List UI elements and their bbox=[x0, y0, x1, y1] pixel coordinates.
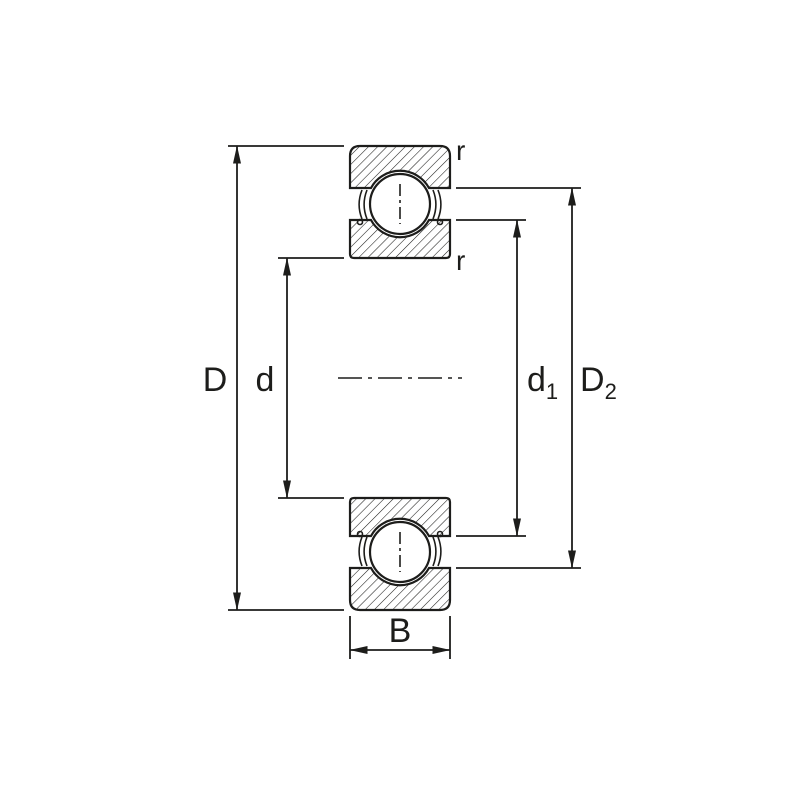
label-fillet-radius-inner: r bbox=[456, 245, 465, 276]
label-bore-diameter: d bbox=[256, 361, 275, 399]
label-outer-shoulder-diameter: D2 bbox=[580, 361, 617, 404]
shield-left-bottom-inner bbox=[363, 536, 368, 567]
dimension-width: B bbox=[349, 612, 451, 659]
outer-ring-section-top bbox=[348, 144, 452, 190]
inner-ring-section-top bbox=[348, 218, 452, 260]
shield-right-top bbox=[437, 189, 442, 220]
shield-right-top-inner bbox=[432, 189, 437, 220]
dimension-bore-diameter: d bbox=[256, 257, 344, 499]
shield-right-bottom bbox=[437, 536, 442, 567]
shield-right-top-hook bbox=[436, 218, 444, 226]
label-inner-shoulder-diameter: d1 bbox=[527, 361, 558, 404]
inner-ring-section-bottom bbox=[348, 496, 452, 538]
dimension-inner-shoulder-diameter: d1 bbox=[456, 219, 558, 537]
outer-ring-section-bottom bbox=[348, 566, 452, 612]
label-fillet-radius-outer: r bbox=[456, 135, 465, 166]
shield-left-top-inner bbox=[363, 189, 368, 220]
shield-right-bottom-inner bbox=[432, 536, 437, 567]
shield-left-top-hook bbox=[356, 218, 364, 226]
shield-left-bottom bbox=[358, 536, 363, 567]
bearing-cross-section-top bbox=[348, 144, 452, 260]
fillet-radius-labels: r r bbox=[456, 135, 465, 276]
ball-top bbox=[368, 172, 432, 236]
dimension-outer-diameter: D bbox=[203, 145, 344, 611]
dimension-outer-shoulder-diameter: D2 bbox=[456, 187, 617, 569]
bearing-cross-section-bottom bbox=[348, 496, 452, 612]
shield-right-bottom-hook bbox=[436, 530, 444, 538]
shield-left-top bbox=[358, 189, 363, 220]
label-outer-diameter: D bbox=[203, 361, 228, 399]
ball-bottom bbox=[368, 520, 432, 584]
label-width: B bbox=[389, 612, 412, 650]
shield-left-bottom-hook bbox=[356, 530, 364, 538]
